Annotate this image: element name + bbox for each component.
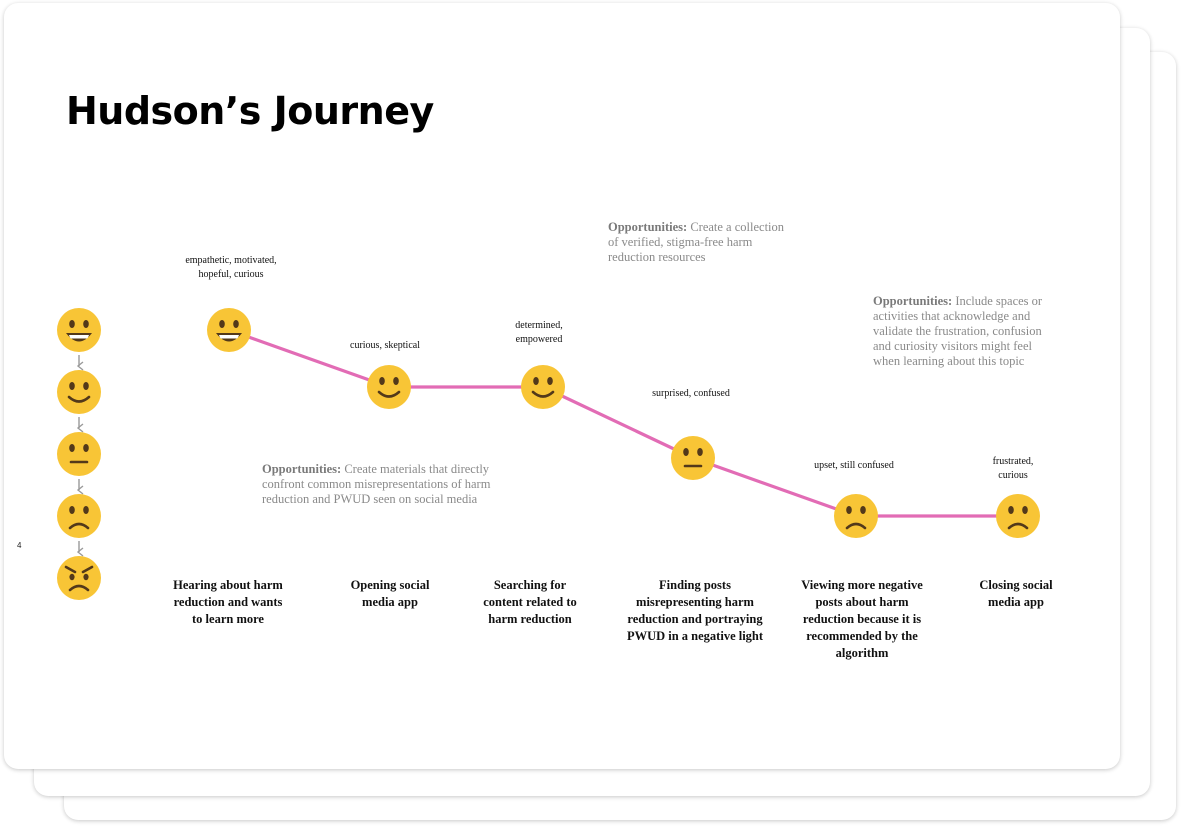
slide: Hudson’s Journey 4 empathetic, motivated…	[4, 3, 1120, 769]
opportunity-note: Opportunities: Create materials that dir…	[262, 462, 494, 507]
step-label: Hearing about harm reduction and wants t…	[173, 578, 283, 626]
journey-map	[57, 308, 1040, 600]
step-label: Opening social media app	[350, 578, 430, 609]
opportunity-text: Create materials that directly confront …	[262, 462, 491, 506]
angry-face-icon	[57, 556, 101, 600]
opportunity-heading: Opportunities:	[873, 294, 953, 308]
feelings-label: empathetic, motivated, hopeful, curious	[185, 255, 277, 280]
frown-icon	[834, 494, 878, 538]
opportunity-text: Create a collection of verified, stigma-…	[608, 220, 785, 264]
step-label: Searching for content related to harm re…	[483, 578, 577, 626]
smile-icon	[57, 370, 101, 414]
opportunity-text: Include spaces or activities that acknow…	[873, 294, 1043, 368]
journey-line	[228, 328, 1018, 518]
step-label: Finding posts misrepresenting harm reduc…	[626, 578, 764, 643]
frown-icon	[57, 494, 101, 538]
page-title: Hudson’s Journey	[66, 89, 434, 133]
step-label: Viewing more negative posts about harm r…	[801, 578, 923, 660]
big-grin-icon	[57, 308, 101, 352]
step-label: Closing social media app	[979, 578, 1053, 609]
emotion-scale	[57, 308, 101, 600]
smile-icon	[367, 365, 411, 409]
big-grin-icon	[207, 308, 251, 352]
feelings-label: determined, empowered	[515, 320, 563, 345]
opportunity-heading: Opportunities:	[262, 462, 342, 476]
opportunity-heading: Opportunities:	[608, 220, 688, 234]
journey-points	[207, 308, 1040, 538]
neutral-face-icon	[57, 432, 101, 476]
smile-icon	[521, 365, 565, 409]
frown-icon	[996, 494, 1040, 538]
opportunity-note: Opportunities: Create a collection of ve…	[608, 220, 786, 265]
neutral-face-icon	[671, 436, 715, 480]
feelings-label: upset, still confused	[814, 460, 894, 471]
feelings-label: surprised, confused	[652, 388, 730, 399]
opportunity-note: Opportunities: Include spaces or activit…	[873, 294, 1045, 369]
feelings-label: frustrated, curious	[992, 456, 1034, 481]
feelings-label: curious, skeptical	[350, 340, 420, 351]
page-number: 4	[17, 541, 22, 550]
